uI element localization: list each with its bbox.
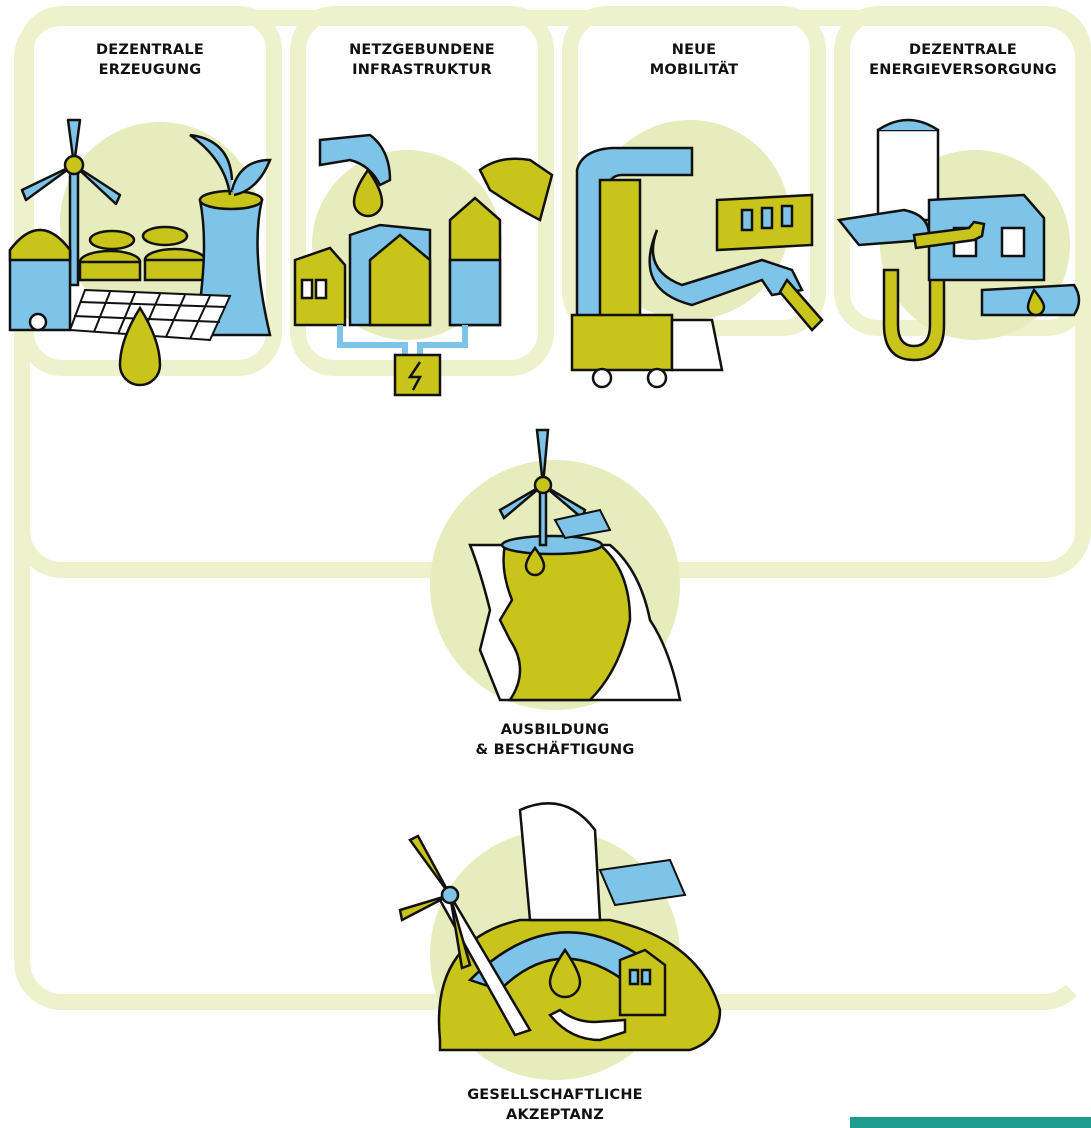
illustration-gesellschaftliche-akzeptanz — [398, 802, 722, 1052]
house-icon — [293, 196, 502, 327]
wind-turbine-icon — [20, 118, 122, 287]
panel-label-line1: DEZENTRALE — [96, 42, 204, 58]
house-icon — [618, 948, 667, 1017]
person-icon — [437, 802, 722, 1052]
illustration-ausbildung-beschaeftigung — [468, 428, 682, 702]
hand-icon — [478, 157, 554, 222]
power-box-icon — [393, 353, 442, 397]
illustration-dezentrale-erzeugung — [8, 118, 272, 387]
center-label: AUSBILDUNG & BESCHÄFTIGUNG — [430, 720, 680, 760]
rocket-tank-icon — [8, 228, 72, 332]
pipe-icon — [876, 118, 946, 362]
tram-icon — [715, 193, 814, 252]
panel-label-line2: MOBILITÄT — [649, 62, 739, 78]
illustration-netzgebundene-infrastruktur — [293, 133, 554, 397]
oil-drop-icon — [548, 947, 582, 999]
bottom-label: GESELLSCHAFTLICHE AKZEPTANZ — [430, 1085, 680, 1125]
solar-panel-icon — [68, 288, 232, 342]
oil-drop-icon — [524, 545, 546, 577]
panel-label-line1: NEUE — [671, 42, 717, 58]
bottom-label-line1: GESELLSCHAFTLICHE — [467, 1087, 643, 1103]
accent-bar — [850, 1117, 1091, 1128]
center-label-line1: AUSBILDUNG — [500, 722, 610, 738]
hand-icon — [548, 1008, 627, 1042]
oil-drop-icon — [118, 305, 162, 387]
panel-label-dezentrale-erzeugung: DEZENTRALE ERZEUGUNG — [40, 40, 260, 80]
illustration-dezentrale-energieversorgung — [836, 118, 1081, 362]
panel-label-neue-mobilitaet: NEUE MOBILITÄT — [584, 40, 804, 80]
illustration-neue-mobilitaet — [570, 146, 824, 389]
panel-label-line2: INFRASTRUKTUR — [352, 62, 492, 78]
wind-turbine-icon — [398, 834, 532, 1037]
wind-turbine-icon — [498, 428, 587, 547]
solar-panel-icon — [553, 508, 612, 540]
center-label-line2: & BESCHÄFTIGUNG — [475, 742, 635, 758]
wrench-icon — [912, 220, 986, 250]
biogas-tank-icon — [78, 225, 207, 282]
head-icon — [468, 534, 682, 702]
panel-label-line2: ERZEUGUNG — [98, 62, 202, 78]
panel-label-line1: DEZENTRALE — [909, 42, 1017, 58]
solar-panel-icon — [598, 858, 687, 907]
panel-label-line2: ENERGIEVERSORGUNG — [869, 62, 1057, 78]
truck-icon — [570, 313, 724, 389]
gas-station-icon — [575, 146, 694, 322]
gas-bottle-icon — [980, 283, 1081, 317]
hand-icon — [318, 133, 392, 187]
fuel-nozzle-icon — [648, 229, 824, 332]
bottom-label-line2: AKZEPTANZ — [506, 1107, 604, 1123]
panel-label-netzgebundene-infrastruktur: NETZGEBUNDENE INFRASTRUKTUR — [312, 40, 532, 80]
oil-drop-icon — [352, 167, 384, 218]
panel-label-line1: NETZGEBUNDENE — [349, 42, 495, 58]
panel-label-dezentrale-energieversorgung: DEZENTRALE ENERGIEVERSORGUNG — [846, 40, 1080, 80]
